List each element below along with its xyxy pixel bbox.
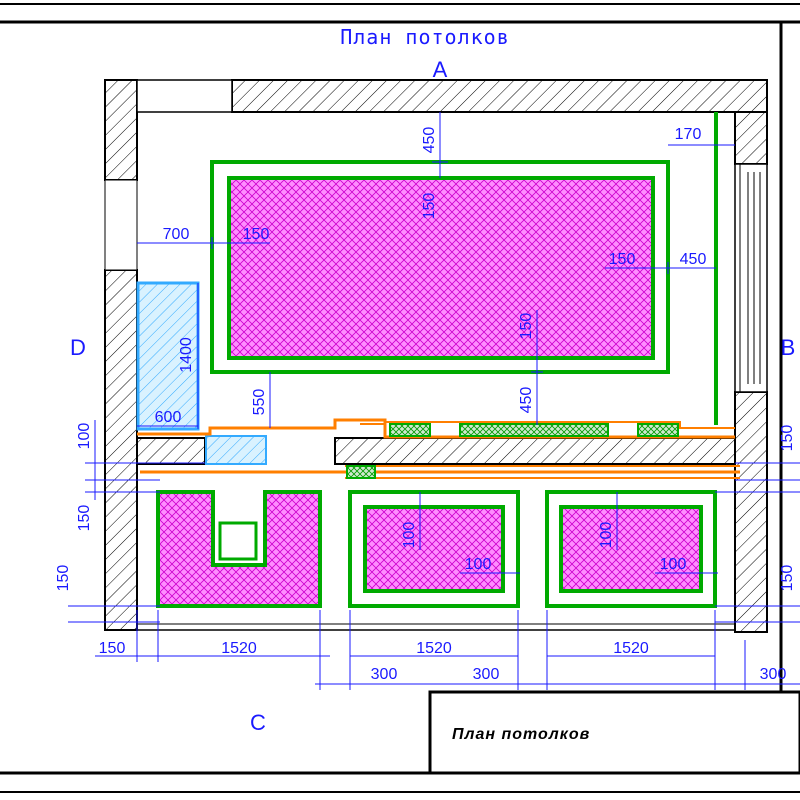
dim-1400: 1400 [178,337,195,373]
stamp-title: План потолков [452,726,590,743]
dim-700: 700 [163,226,190,243]
orange-profile-lines [137,418,740,479]
dim-100-box3-h: 100 [660,556,687,573]
dimension-texts: 450 150 170 700 150 150 450 150 450 1400… [55,126,796,683]
dimension-lines [68,112,800,690]
side-label-c: C [250,710,266,735]
main-ceiling-panel [210,160,670,374]
title-stamp: План потолков [428,690,800,775]
sheet-frame [0,3,800,793]
dim-150-top: 150 [421,193,438,220]
dim-bottom-300-a: 300 [371,666,398,683]
bottom-panel-3 [545,490,717,608]
walls [104,79,768,633]
dim-bottom-300-c: 300 [760,666,787,683]
dim-150-right-edge-low: 150 [779,565,796,592]
bottom-panel-2 [348,490,520,608]
dim-450-mid: 450 [518,387,535,414]
dim-150-right: 150 [609,251,636,268]
side-label-b: B [781,335,796,360]
dim-150-right-edge: 150 [779,425,796,452]
dim-bottom-1520-b: 1520 [416,640,452,657]
side-label-d: D [70,335,86,360]
dim-bottom-300-b: 300 [473,666,500,683]
dim-bottom-1520-a: 1520 [221,640,257,657]
dim-100-box2-v: 100 [401,522,418,549]
dim-150-mid: 150 [518,313,535,340]
dim-450-top: 450 [421,127,438,154]
dim-100-box3-v: 100 [598,522,615,549]
dim-600: 600 [155,409,182,426]
dim-100-left: 100 [76,423,93,450]
dim-150-left-low: 150 [76,505,93,532]
drawing-title: План потолков [340,25,510,49]
dim-150-left-bottom: 150 [55,565,72,592]
dim-150-left: 150 [243,226,270,243]
dim-450-right: 450 [680,251,707,268]
bottom-panel-1 [156,490,322,608]
dim-100-box2-h: 100 [465,556,492,573]
cyan-small-box [205,435,267,465]
dim-550: 550 [251,389,268,416]
dim-bottom-1520-c: 1520 [613,640,649,657]
dim-170: 170 [675,126,702,143]
dim-bottom-150: 150 [99,640,126,657]
side-label-a: A [433,57,448,82]
